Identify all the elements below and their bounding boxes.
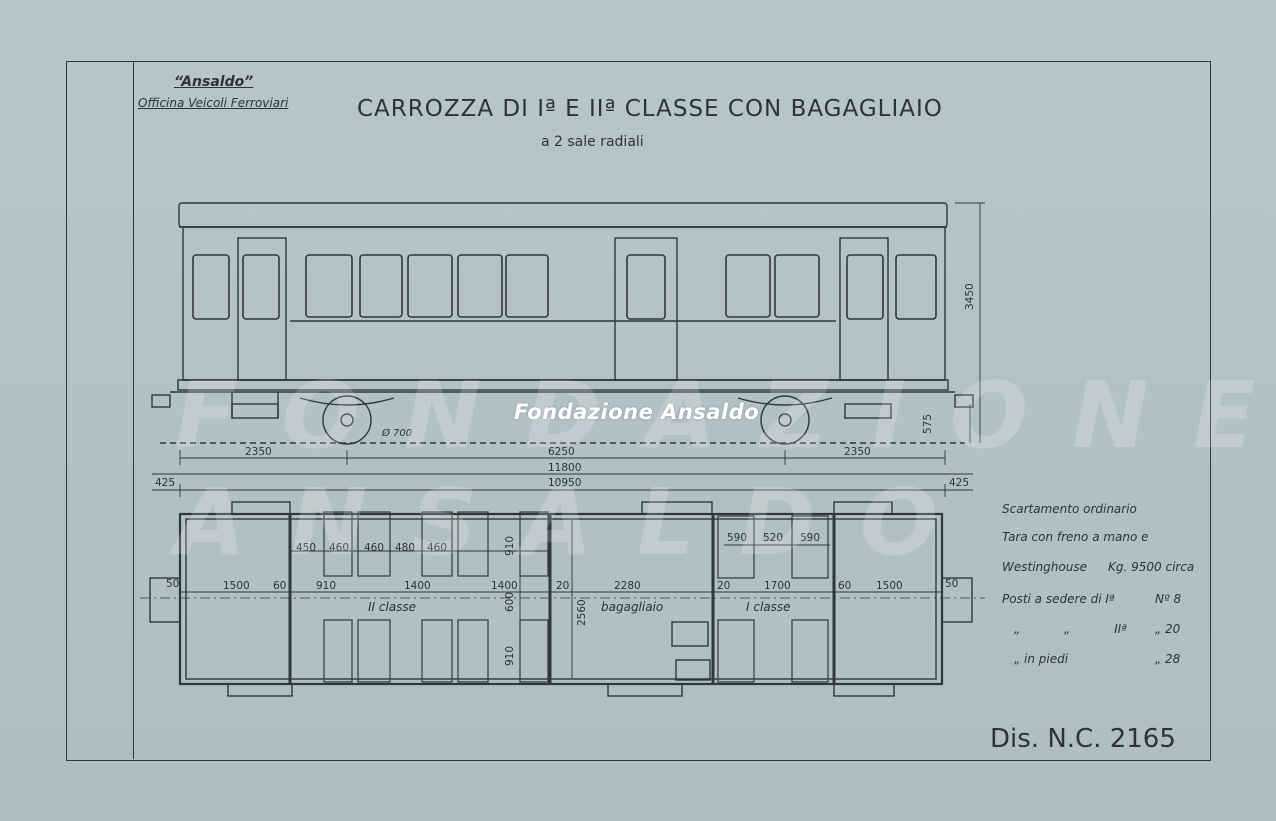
page-title: CARROZZA DI Iª E IIª CLASSE CON BAGAGLIA… (357, 96, 943, 122)
dim-second-b: 1400 (404, 580, 431, 592)
dim-vestibule-right: 1500 (876, 580, 903, 592)
dim-seat-5: 460 (427, 542, 448, 554)
drawing-number: Dis. N.C. 2165 (990, 724, 1176, 754)
page-subtitle: a 2 sale radiali (541, 134, 644, 150)
title-margin-line (133, 61, 134, 759)
watermark-background: F O N D A Z I O N E A N S A L D O (175, 362, 1262, 576)
company-name: “Ansaldo” (174, 74, 254, 90)
dim-first-length: 1700 (764, 580, 791, 592)
dim-end-right: 425 (949, 477, 970, 489)
dim-right-overhang: 2350 (844, 446, 871, 458)
spec-seats-second-count: „ 20 (1155, 622, 1181, 636)
spec-weight: Kg. 9500 circa (1108, 560, 1195, 574)
dim-seat-3: 460 (364, 542, 385, 554)
wheel-left (322, 395, 372, 445)
spec-seats-first-count: Nº 8 (1155, 592, 1182, 606)
dim-seat-1: 450 (296, 542, 317, 554)
dim-first-seat-2: 520 (763, 532, 784, 544)
side-windows (192, 254, 937, 320)
spec-brake: Westinghouse (1002, 560, 1087, 574)
spec-gauge: Scartamento ordinario (1002, 502, 1137, 516)
dim-second-a: 910 (316, 580, 337, 592)
dim-first-seat-1: 590 (727, 532, 748, 544)
dim-wall-b: 60 (838, 580, 852, 592)
dim-baggage-length: 2280 (614, 580, 641, 592)
dim-first-seat-3: 590 (800, 532, 821, 544)
dim-aisle-bottom: 910 (504, 645, 516, 666)
spec-standing-count: „ 28 (1155, 652, 1181, 666)
dim-coupler-left: 50 (166, 578, 180, 590)
second-class-seats (323, 511, 549, 683)
dim-left-overhang: 2350 (245, 446, 272, 458)
dim-wall-a: 60 (273, 580, 287, 592)
dim-baggage-width: 2560 (576, 599, 588, 626)
carriage-side-view (151, 202, 974, 445)
carriage-plan-view (140, 501, 985, 697)
plan-dimension-lines (180, 520, 942, 678)
spec-seats-second: „ „ IIª (1014, 622, 1127, 636)
spec-seats-first: Posti a sedere di Iª (1002, 592, 1115, 606)
outer-frame (66, 61, 1211, 761)
dim-vestibule-left: 1500 (223, 580, 250, 592)
dim-overall-length: 11800 (548, 462, 582, 474)
spec-tare: Tara con freno a mano e (1002, 530, 1149, 544)
label-second-class: II classe (368, 600, 417, 614)
dim-gap: 20 (556, 580, 570, 592)
first-class-seats (717, 515, 829, 683)
dim-second-c: 1400 (491, 580, 518, 592)
dim-aisle-mid: 600 (504, 591, 516, 612)
side-dimension-lines (152, 202, 985, 497)
wheel-diameter-label: Ø 700 (382, 428, 413, 439)
dim-gap-2: 20 (717, 580, 731, 592)
label-baggage: bagagliaio (601, 600, 664, 614)
wheel-right (760, 395, 810, 445)
dim-seat-4: 480 (395, 542, 416, 554)
dim-coupler-right: 50 (945, 578, 959, 590)
dim-wheelbase: 6250 (548, 446, 575, 458)
workshop-name: Officina Veicoli Ferroviari (138, 96, 289, 110)
dim-body-length: 10950 (548, 477, 582, 489)
dim-end-left: 425 (155, 477, 176, 489)
height-dimension: 3450 (964, 283, 976, 310)
dim-seat-2: 460 (329, 542, 350, 554)
watermark: Fondazione Ansaldo (514, 400, 760, 424)
label-first-class: I classe (746, 600, 791, 614)
spec-standing: „ in piedi (1014, 652, 1069, 666)
